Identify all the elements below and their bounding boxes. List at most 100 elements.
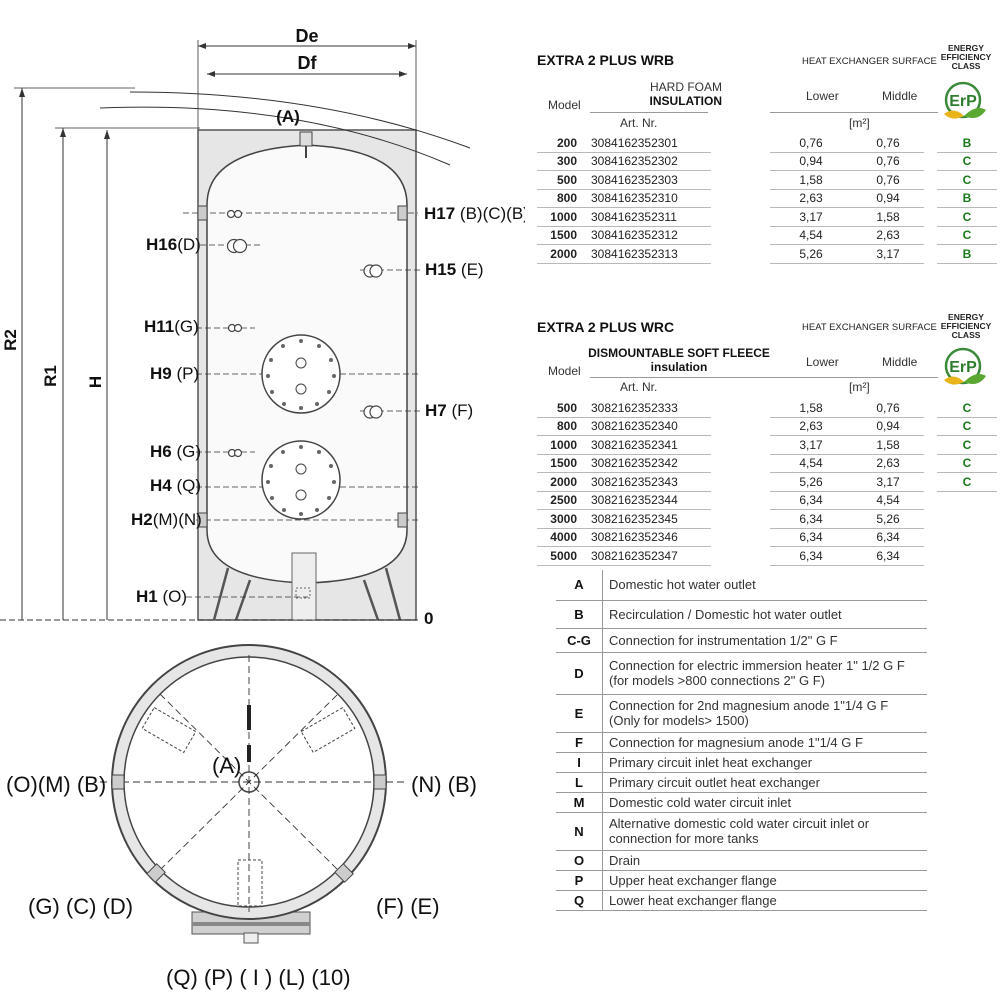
model-cell: 300	[537, 152, 585, 171]
art-nr-cell: 3084162352302	[585, 152, 711, 171]
table-row: B	[937, 134, 997, 153]
wrb-middle-header: Middle	[882, 89, 918, 103]
plan-lower-right-label: (F) (E)	[376, 894, 440, 919]
legend-key: E	[556, 694, 603, 733]
table-row: C	[937, 152, 997, 171]
art-nr-cell: 3082162352341	[585, 435, 711, 455]
energy-class-cell	[937, 509, 997, 527]
dim-R2-label: R2	[1, 329, 20, 351]
lower-surface-cell: 6,34	[770, 546, 852, 566]
table-row: C	[937, 207, 997, 227]
wrc-hx-header: Heat exchanger surface	[802, 322, 937, 333]
lower-surface-cell: 5,26	[770, 472, 852, 492]
table-row	[937, 491, 997, 509]
table-row: C	[937, 417, 997, 436]
art-nr-cell: 3084162352310	[585, 189, 711, 208]
upper-flange	[261, 334, 341, 414]
table-row: C	[937, 399, 997, 418]
tank-plan-view: (A) (O)(M) (B) (N) (B) (G) (C) (D) (F) (…	[6, 644, 477, 990]
art-nr-cell: 3082162352342	[585, 454, 711, 473]
legend-description: Connection for magnesium anode 1"1/4 G F	[602, 732, 927, 753]
lower-surface-cell: 3,17	[770, 435, 852, 455]
legend-key: F	[556, 732, 603, 753]
middle-surface-cell: 2,63	[852, 226, 924, 245]
legend-key: O	[556, 850, 603, 871]
model-cell: 1500	[537, 454, 585, 473]
table-row: B	[937, 244, 997, 264]
svg-text:H4 (Q): H4 (Q)	[150, 476, 201, 495]
conn-H16-label: H16	[146, 235, 177, 254]
legend-description: Domestic hot water outlet	[602, 570, 927, 601]
model-cell: 2000	[537, 472, 585, 492]
legend-description: Alternative domestic cold water circuit …	[602, 812, 927, 851]
middle-surface-cell: 5,26	[852, 509, 924, 529]
legend-description: Primary circuit outlet heat exchanger	[602, 772, 927, 793]
lower-surface-cell: 4,54	[770, 454, 852, 473]
conn-H11-label: H11	[144, 317, 174, 336]
energy-class-cell: C	[937, 170, 997, 190]
svg-text:H9 (P): H9 (P)	[150, 364, 199, 383]
lower-surface-cell: 0,94	[770, 152, 852, 171]
lower-surface-cell: 6,34	[770, 528, 852, 547]
model-cell: 2000	[537, 244, 585, 264]
lower-surface-cell: 6,34	[770, 491, 852, 510]
middle-surface-cell: 0,76	[852, 399, 924, 418]
wrc-insulation-header: DISMOUNTABLE SOFT FLEECE insulation	[588, 346, 770, 374]
table-row: B	[937, 189, 997, 208]
lower-flange	[261, 440, 341, 520]
art-nr-cell: 3082162352345	[585, 509, 711, 529]
art-nr-cell: 3082162352340	[585, 417, 711, 436]
legend-key: B	[556, 600, 603, 629]
legend-key: A	[556, 570, 603, 601]
middle-surface-cell: 0,76	[852, 152, 924, 171]
table-row: C	[937, 226, 997, 245]
middle-surface-cell: 6,34	[852, 546, 924, 566]
table-row	[937, 527, 997, 545]
legend-description: Upper heat exchanger flange	[602, 870, 927, 891]
dim-zero-label: 0	[424, 609, 433, 628]
art-nr-cell: 3084162352301	[585, 134, 711, 153]
energy-class-cell: C	[937, 472, 997, 492]
conn-H6-label: H6	[150, 442, 172, 461]
legend-description: Primary circuit inlet heat exchanger	[602, 752, 927, 773]
plan-lower-left-label: (G) (C) (D)	[28, 894, 133, 919]
model-cell: 1500	[537, 226, 585, 245]
conn-H15-label: H15	[425, 260, 456, 279]
conn-H1-label: H1	[136, 587, 158, 606]
model-cell: 4000	[537, 528, 585, 547]
wrc-unit: [m²]	[849, 380, 870, 394]
conn-H17-label: H17	[424, 204, 455, 223]
legend-description: Lower heat exchanger flange	[602, 890, 927, 911]
art-nr-cell: 3082162352343	[585, 472, 711, 492]
svg-text:ErP: ErP	[949, 359, 977, 376]
outlet-A-label: (A)	[276, 107, 300, 126]
dim-De-label: De	[295, 26, 318, 46]
model-cell: 2500	[537, 491, 585, 510]
svg-text:H2(M)(N): H2(M)(N)	[131, 510, 202, 529]
legend-key: Q	[556, 890, 603, 911]
middle-surface-cell: 0,76	[852, 134, 924, 153]
model-cell: 1000	[537, 435, 585, 455]
art-nr-cell: 3082162352347	[585, 546, 711, 566]
legend-key: L	[556, 772, 603, 793]
legend-key: D	[556, 652, 603, 695]
